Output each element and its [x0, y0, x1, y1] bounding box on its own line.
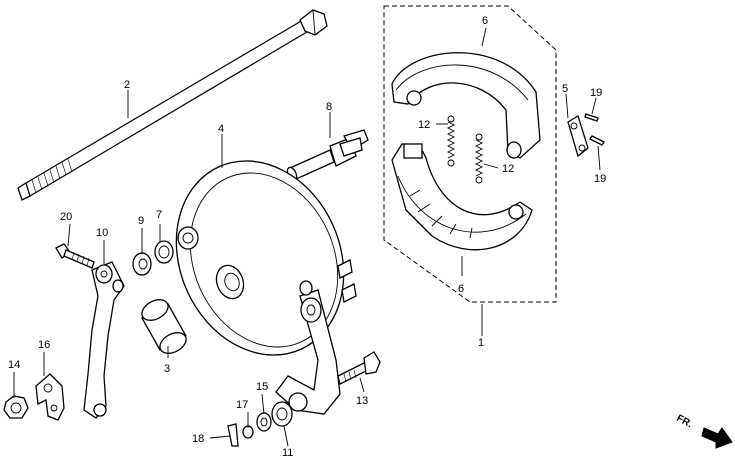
callout-2: 2: [124, 79, 130, 91]
callout-18: 18: [192, 433, 204, 445]
brake-arm-part: [83, 261, 125, 419]
rubber-bushing-part: [271, 401, 293, 427]
callout-3: 3: [164, 363, 170, 375]
callout-5: 5: [562, 83, 568, 95]
shoe-plate-part: [567, 115, 589, 158]
callout-15: 15: [256, 381, 268, 393]
brake-panel-part: [175, 160, 357, 415]
bracket-part: [35, 373, 65, 421]
shoe-spring-right-part: [474, 133, 484, 184]
shoe-spring-left-part: [446, 115, 456, 167]
nut-part: [3, 395, 29, 419]
callout-10: 10: [96, 227, 108, 239]
callout-13: 13: [356, 395, 368, 407]
pin-lower-part: [589, 135, 605, 146]
callout-8: 8: [326, 101, 332, 113]
front-arrow-label: FR.: [675, 413, 695, 430]
axle-part: [17, 9, 328, 201]
callout-4: 4: [218, 123, 224, 135]
callout-6-upper: 6: [482, 15, 488, 27]
torque-bolt-part: [337, 351, 381, 385]
spacer-part: [141, 299, 187, 354]
callout-12-left: 12: [418, 119, 430, 131]
pin-upper-part: [584, 113, 599, 122]
callout-17: 17: [236, 399, 248, 411]
brake-cam-part: [286, 129, 369, 182]
callout-14: 14: [8, 359, 20, 371]
callout-12-right: 12: [502, 163, 514, 175]
callout-16: 16: [38, 339, 50, 351]
callout-19-lower: 19: [594, 173, 606, 185]
callout-20: 20: [60, 211, 72, 223]
cotter-pin-part: [227, 423, 239, 447]
assembly-boundary: [383, 5, 557, 303]
callout-11: 11: [282, 447, 293, 459]
front-direction-arrow: FR.: [675, 413, 733, 449]
arm-bolt-part: [55, 243, 95, 269]
leader-lines: [13, 27, 601, 447]
callout-19-upper: 19: [590, 87, 602, 99]
callout-1: 1: [478, 337, 484, 349]
seal-part: [154, 240, 174, 264]
washer-part: [132, 252, 152, 276]
lock-washer-part: [256, 412, 272, 432]
brake-shoe-upper-part: [391, 52, 541, 159]
brake-shoe-lower-part: [391, 143, 533, 251]
callout-9: 9: [138, 215, 144, 227]
callout-7: 7: [156, 209, 162, 221]
callout-6-lower: 6: [458, 283, 464, 295]
